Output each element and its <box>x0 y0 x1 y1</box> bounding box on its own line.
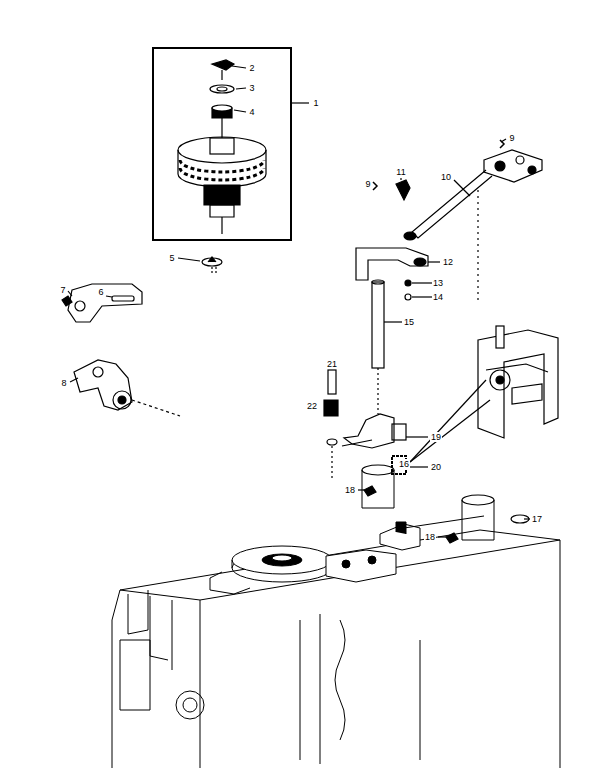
assembly-frame <box>153 48 291 240</box>
pulley-assembly <box>178 60 266 234</box>
callout-number: 18 <box>424 532 436 542</box>
callout-number: 22 <box>306 401 318 411</box>
callout-number: 6 <box>97 287 104 297</box>
callout-number: 19 <box>430 432 442 442</box>
washer <box>202 258 222 266</box>
callout-number: 16 <box>398 459 410 469</box>
callout-number: 11 <box>395 167 406 177</box>
callout-number: 17 <box>531 514 543 524</box>
callout-number: 4 <box>248 107 255 117</box>
needle-clamp <box>324 368 428 474</box>
callout-number: 9 <box>364 179 371 189</box>
screw <box>364 486 376 496</box>
leader-line <box>291 102 309 103</box>
callout-number: 7 <box>59 285 66 295</box>
callout-number: 21 <box>326 359 338 369</box>
callout-number: 10 <box>440 172 452 182</box>
callout-number: 9 <box>508 133 515 143</box>
feed-link <box>373 139 542 240</box>
callout-number: 18 <box>344 485 356 495</box>
feed-bracket <box>410 326 558 462</box>
callout-number: 8 <box>60 378 67 388</box>
callout-number: 14 <box>432 292 444 302</box>
callout-number: 20 <box>430 462 442 472</box>
machine-body <box>112 516 560 768</box>
callout-number: 15 <box>403 317 415 327</box>
lever-arm <box>62 284 142 322</box>
callout-number: 2 <box>248 63 255 73</box>
washer <box>511 515 529 523</box>
callout-number: 13 <box>432 278 444 288</box>
callout-number: 3 <box>248 83 255 93</box>
callout-number: 1 <box>312 98 319 108</box>
callout-number: 12 <box>442 257 454 267</box>
crank-lever <box>70 360 180 416</box>
shaft-bracket <box>356 190 478 368</box>
callout-number: 5 <box>168 253 175 263</box>
